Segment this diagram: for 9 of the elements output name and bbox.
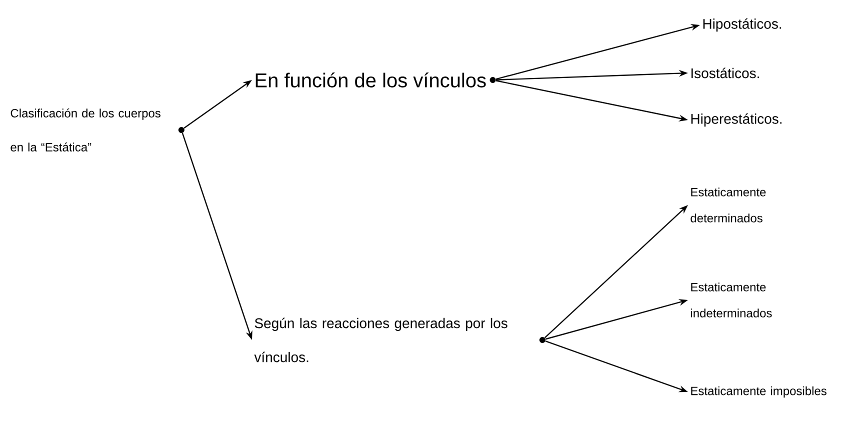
branch-text: Isostáticos.	[692, 68, 759, 78]
branch-text: Hiperestáticos.	[691, 113, 782, 127]
branch-text: Estaticamente indeterminados	[691, 282, 772, 318]
branch-text: Según las reacciones generadas por los vínculos.	[254, 318, 508, 362]
branch-text: Clasificación de los cuerpos en la “Estática”	[10, 108, 160, 152]
branch-text: Estaticamente imposibles	[691, 386, 826, 398]
branch-text: Hipostáticos.	[703, 18, 782, 32]
branch-text: Estaticamente determinados	[690, 188, 766, 222]
branch-text: En función de los vínculos	[256, 72, 486, 88]
